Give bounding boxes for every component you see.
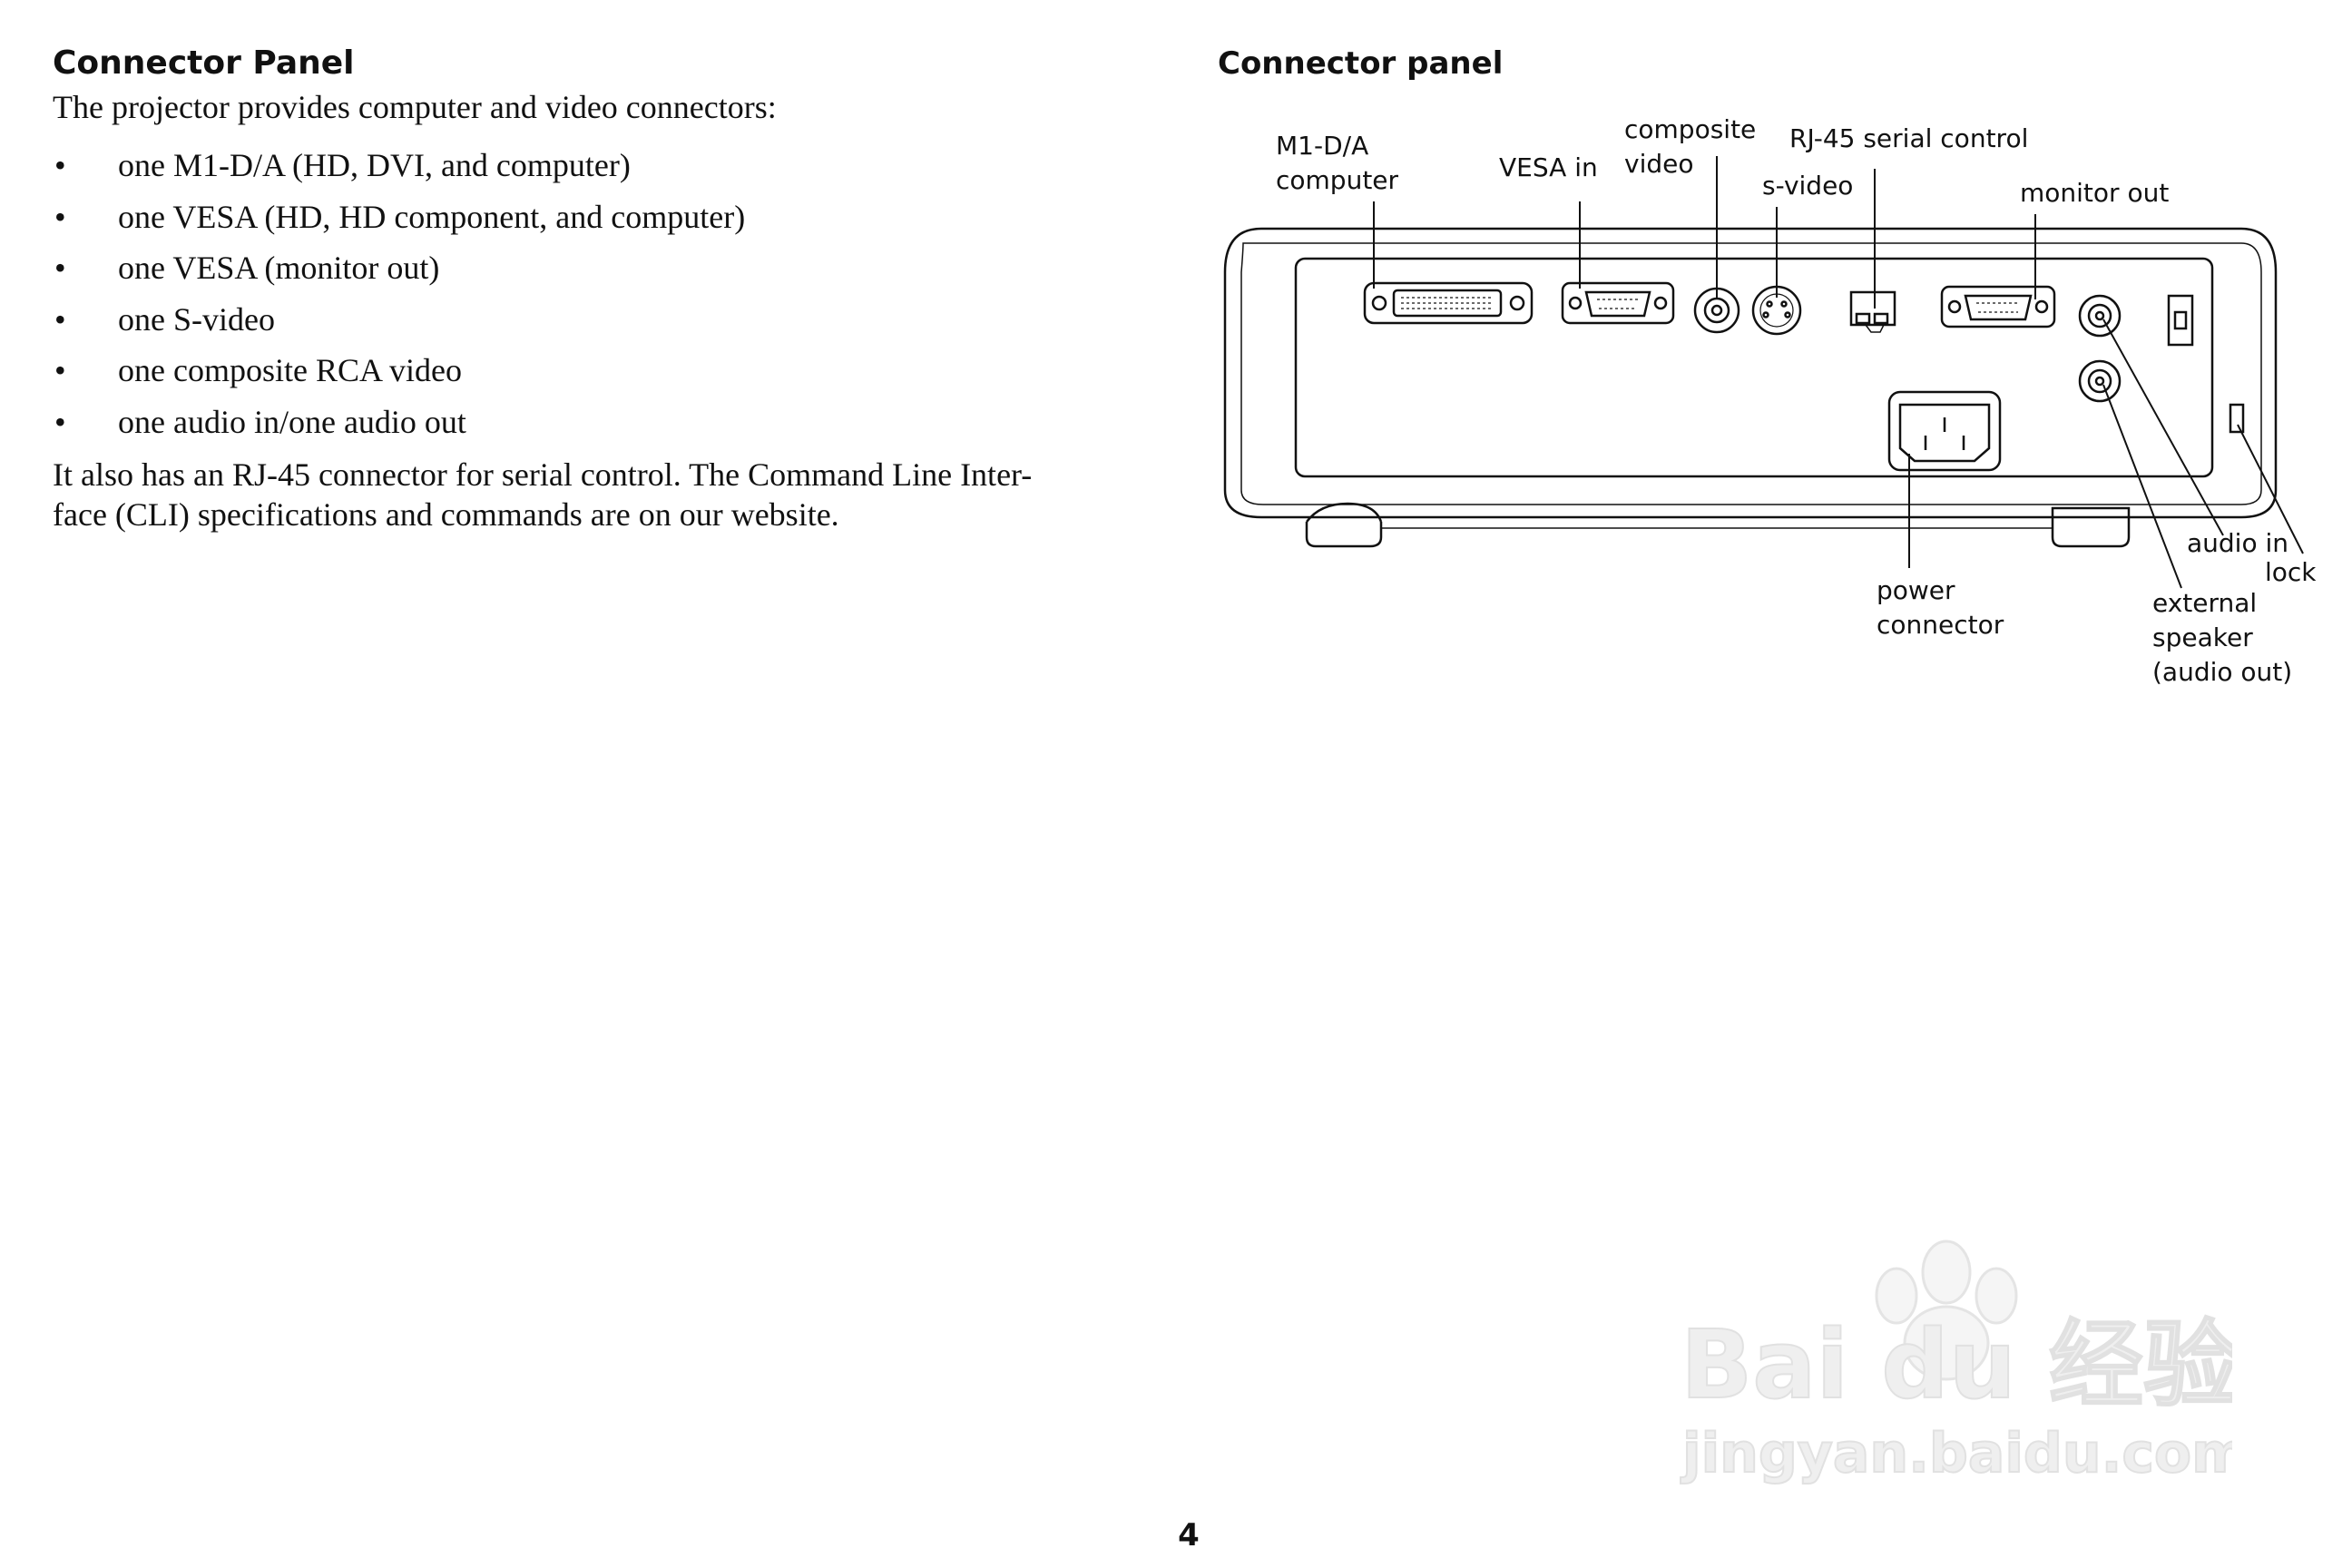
page-number: 4 — [1178, 1517, 1200, 1553]
leader-line-audio-out — [2102, 384, 2182, 589]
right-foot — [2051, 506, 2131, 548]
leader-line-audio-in — [2102, 318, 2224, 536]
monitor-out-connector-icon — [1940, 285, 2056, 328]
bullet-icon: • — [54, 198, 66, 235]
label-vesa-in: VESA in — [1499, 152, 1598, 182]
left-foot-top — [1306, 502, 1383, 523]
audio-out-jack-icon — [2078, 359, 2122, 403]
list-item: •one M1-D/A (HD, DVI, and computer) — [53, 140, 1142, 191]
serial-control-paragraph: It also has an RJ-45 connector for seria… — [53, 456, 1033, 533]
label-power-line1: power — [1877, 575, 1955, 605]
left-foot — [1305, 522, 1383, 548]
label-speaker-line3: (audio out) — [2152, 657, 2292, 687]
switch-icon — [2167, 294, 2194, 347]
label-svideo: s-video — [1762, 171, 1853, 201]
projector-body — [1223, 227, 2278, 519]
label-rj45: RJ-45 serial control — [1789, 123, 2028, 153]
connector-panel-diagram: M1-D/A computer VESA in composite video … — [1223, 114, 2317, 687]
watermark-line2: jingyan.baidu.com — [1681, 1422, 2232, 1485]
watermark-line1: Bai du 经验 — [1681, 1309, 2232, 1420]
label-composite-line1: composite — [1624, 114, 1756, 144]
bullet-icon: • — [54, 403, 66, 440]
diagram-title: Connector panel — [1218, 45, 1504, 82]
label-monitor-out: monitor out — [2020, 178, 2169, 208]
label-composite-line2: video — [1624, 149, 1693, 179]
power-connector-icon — [1887, 390, 2002, 472]
label-audio-in: audio in — [2187, 528, 2288, 558]
label-lock: lock — [2265, 557, 2317, 587]
label-m1da-line2: computer — [1276, 165, 1399, 195]
bullet-icon: • — [54, 250, 66, 286]
projector-body-inner-edge — [1240, 242, 2262, 505]
section-heading: Connector Panel — [53, 44, 355, 82]
list-item: •one VESA (monitor out) — [53, 242, 1142, 294]
list-item: •one audio in/one audio out — [53, 397, 1142, 448]
label-m1da-line1: M1-D/A — [1276, 131, 1368, 161]
label-speaker-line1: external — [2152, 588, 2257, 618]
list-item: •one S-video — [53, 294, 1142, 346]
label-speaker-line2: speaker — [2152, 622, 2253, 652]
m1da-connector-icon — [1363, 281, 1534, 325]
bullet-icon: • — [54, 352, 66, 388]
label-power-line2: connector — [1877, 610, 2004, 640]
connector-recess — [1294, 257, 2214, 478]
connector-list: •one M1-D/A (HD, DVI, and computer) •one… — [53, 140, 1142, 447]
leader-line-lock — [2237, 424, 2304, 554]
paw-icon — [1875, 1240, 2018, 1381]
lock-slot-icon — [2229, 403, 2245, 434]
baidu-watermark: Bai du 经验 jingyan.baidu.com — [1680, 1240, 2232, 1486]
bullet-icon: • — [54, 147, 66, 183]
rj45-connector-icon — [1849, 290, 1896, 333]
bullet-icon: • — [54, 300, 66, 338]
intro-text: The projector provides computer and vide… — [53, 89, 777, 125]
vesa-in-connector-icon — [1561, 281, 1675, 325]
list-item: •one composite RCA video — [53, 345, 1142, 397]
left-column: Connector Panel The projector provides c… — [53, 42, 1142, 534]
list-item: •one VESA (HD, HD component, and compute… — [53, 191, 1142, 243]
audio-in-jack-icon — [2078, 294, 2122, 338]
